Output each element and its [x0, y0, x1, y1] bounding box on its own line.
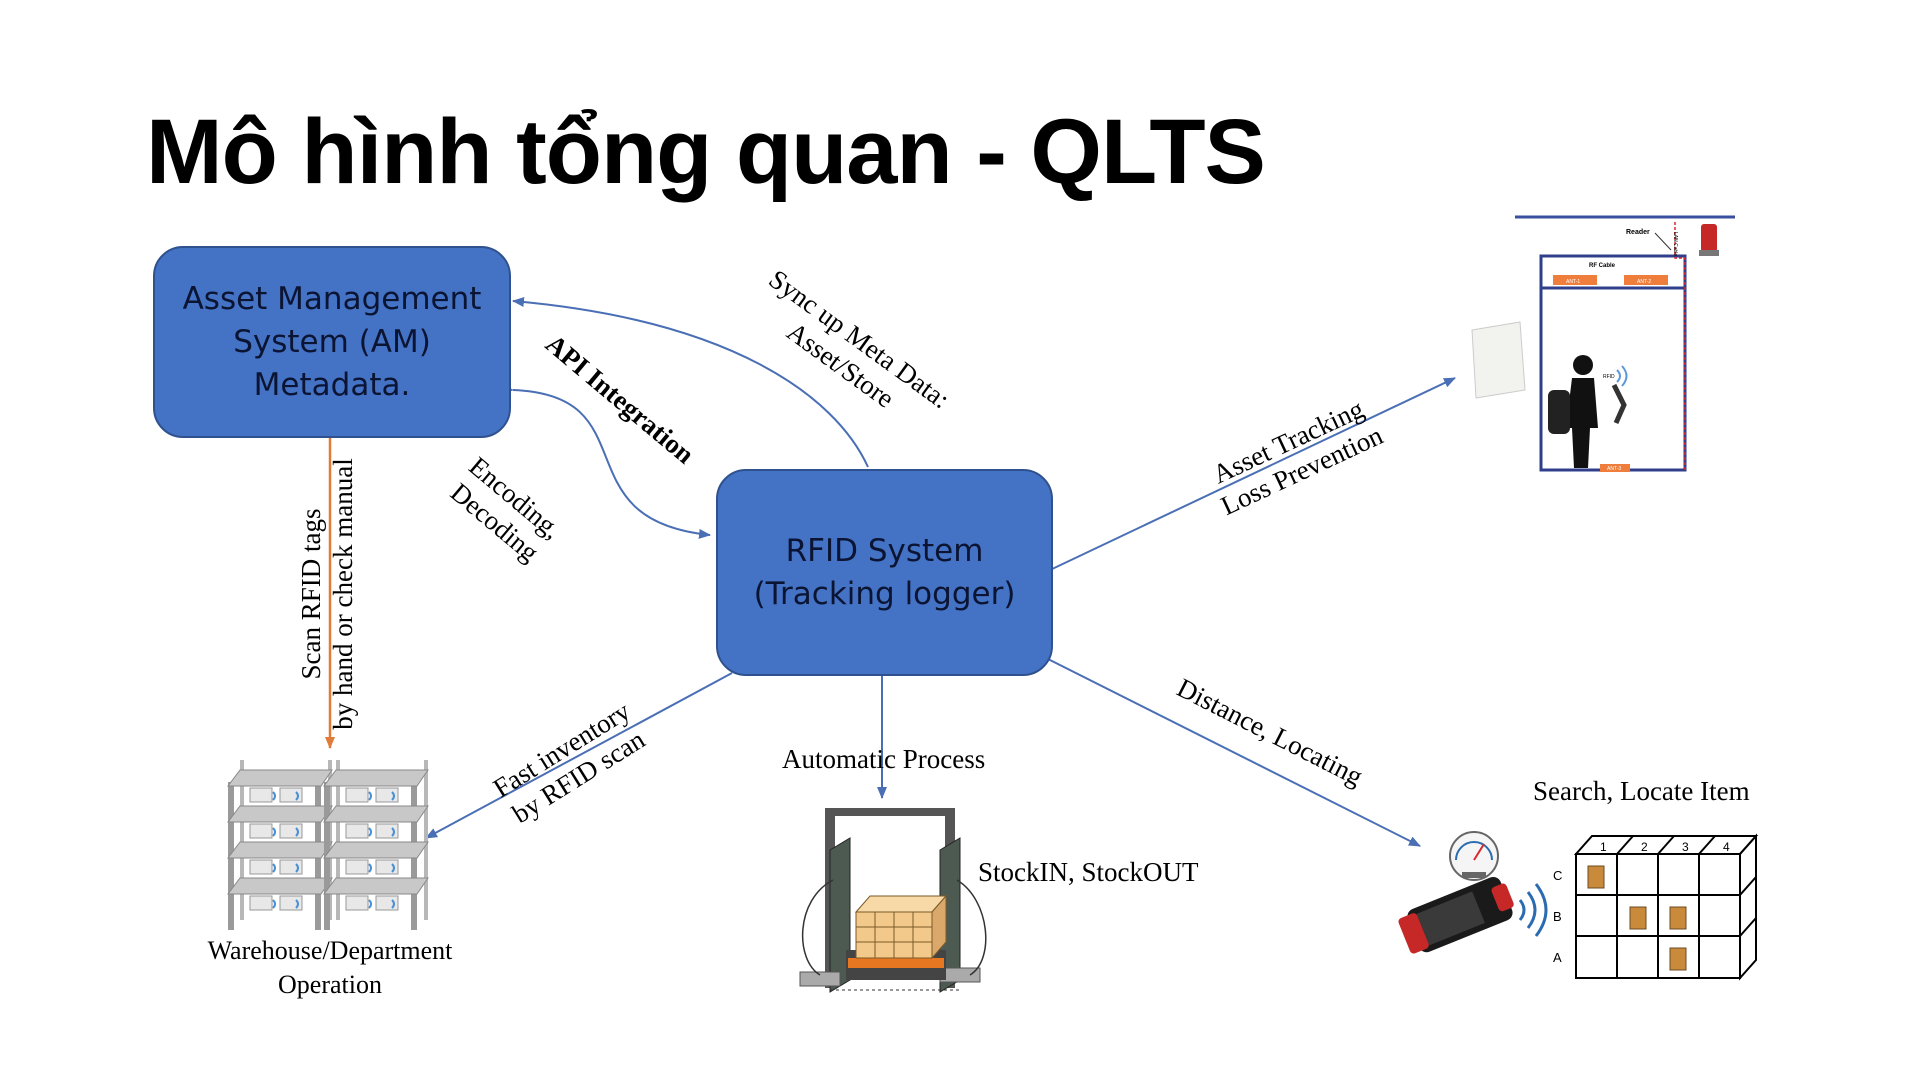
edge-label-scan: Scan RFID tags by hand or check manual — [296, 458, 358, 730]
am-system-line-3: Metadata. — [253, 366, 411, 403]
grid-row-a: A — [1553, 950, 1562, 965]
gate-label-rf-cable: RF Cable — [1589, 263, 1616, 269]
grid-row-b: B — [1553, 909, 1562, 924]
grid-row-c: C — [1553, 868, 1562, 883]
rfid-system-line-1: RFID System — [785, 532, 984, 569]
door-gate-illustration: Reader RF Cable LAN Cable ANT-1 ANT-2 AN… — [1471, 215, 1735, 472]
storage-grid-illustration: 1 2 3 4 C B A — [1553, 833, 1759, 981]
caption-stock: StockIN, StockOUT — [978, 857, 1199, 887]
edge-distance — [1045, 657, 1421, 847]
am-system-node: Asset Management System (AM) Metadata. — [153, 246, 511, 438]
slide-title: Mô hình tổng quan - QLTS — [146, 101, 1266, 203]
grid-col-1: 1 — [1600, 840, 1607, 854]
rfid-system-node: RFID System (Tracking logger) — [716, 469, 1053, 676]
gate-label-ant3: ANT-3 — [1607, 466, 1621, 472]
gate-label-lan-cable: LAN Cable — [1672, 232, 1678, 256]
edge-api — [501, 384, 711, 539]
am-system-line-2: System (AM) — [233, 323, 431, 360]
edge-tracking — [1049, 377, 1456, 571]
rfid-gate-illustration — [799, 808, 987, 993]
grid-col-4: 4 — [1723, 840, 1730, 854]
edge-fast — [425, 672, 733, 839]
caption-warehouse: Warehouse/Department Operation — [207, 936, 453, 999]
gate-label-ant2: ANT-2 — [1637, 279, 1651, 285]
edge-sync — [512, 296, 869, 468]
grid-col-2: 2 — [1641, 840, 1648, 854]
am-system-line-1: Asset Management — [182, 280, 482, 317]
gate-label-reader: Reader — [1626, 229, 1650, 236]
gate-label-ant1: ANT-1 — [1566, 279, 1580, 285]
rfid-system-line-2: (Tracking logger) — [753, 575, 1016, 612]
grid-col-3: 3 — [1682, 840, 1689, 854]
caption-search: Search, Locate Item — [1533, 776, 1750, 806]
handheld-reader-illustration — [1398, 831, 1548, 954]
edge-label-auto: Automatic Process — [782, 744, 986, 774]
gate-label-rfid: RFID — [1603, 374, 1615, 380]
warehouse-shelves-illustration — [227, 759, 429, 931]
